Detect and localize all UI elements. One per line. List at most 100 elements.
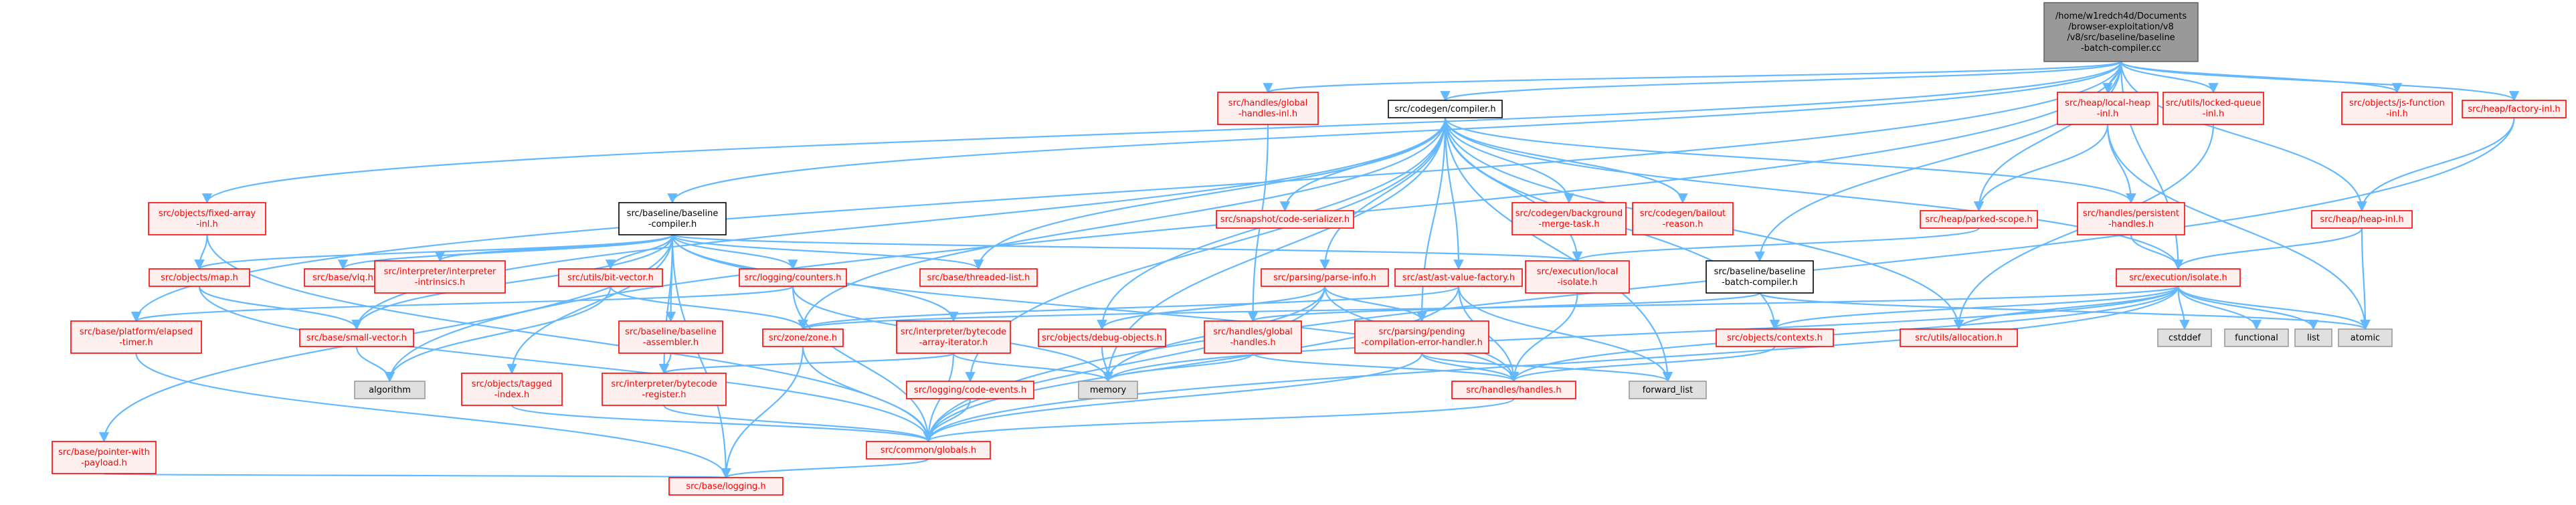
graph-node-bit-vector[interactable]: src/utils/bit-vector.h [558, 268, 663, 287]
edge-baseline-compiler-to-logging [671, 234, 731, 479]
node-box [896, 320, 1011, 354]
graph-node-objects-map[interactable]: src/objects/map.h [149, 268, 250, 287]
graph-node-tagged-index[interactable]: src/objects/tagged-index.h [461, 373, 563, 406]
graph-node-snapshot[interactable]: src/snapshot/code-serializer.h [1216, 210, 1354, 229]
graph-node-intrinsics[interactable]: src/interpreter/interpreter-intrinsics.h [374, 260, 506, 294]
node-box [618, 202, 727, 235]
edge-handles-global-to-memory [1103, 352, 1254, 383]
graph-node-isolate[interactable]: src/execution/isolate.h [2116, 268, 2241, 287]
graph-node-debug-objects[interactable]: src/objects/debug-objects.h [1038, 328, 1166, 347]
node-label-line: algorithm [369, 385, 411, 395]
node-box [2116, 268, 2241, 287]
graph-node-local-heap-inl[interactable]: src/heap/local-heap-inl.h [2057, 92, 2158, 125]
node-label-line: src/interpreter/bytecode [611, 379, 717, 389]
graph-node-execution-local[interactable]: src/execution/local-isolate.h [1525, 260, 1630, 294]
edge-pointer-payload-to-logging [103, 467, 729, 479]
graph-node-parse-info[interactable]: src/parsing/parse-info.h [1261, 268, 1389, 287]
graph-node-fixed-array[interactable]: src/objects/fixed-array-inl.h [148, 202, 266, 235]
graph-node-small-vector[interactable]: src/base/small-vector.h [299, 328, 414, 347]
graph-node-cstddef[interactable]: cstddef [2157, 328, 2212, 347]
node-label-line: src/logging/counters.h [744, 273, 841, 283]
graph-node-zone[interactable]: src/zone/zone.h [762, 328, 844, 347]
graph-node-allocation[interactable]: src/utils/allocation.h [1900, 328, 2018, 347]
graph-node-bailout[interactable]: src/codegen/bailout-reason.h [1632, 202, 1734, 235]
edge-ast-value-to-forward-list [1457, 286, 1673, 383]
edge-counters-to-globals [792, 286, 934, 443]
node-box [1451, 381, 1576, 399]
graph-node-heap-inl[interactable]: src/heap/heap-inl.h [2311, 210, 2413, 229]
graph-node-atomic[interactable]: atomic [2338, 328, 2393, 347]
graph-node-vlq[interactable]: src/base/vlq.h [304, 268, 382, 287]
graph-node-locked-queue[interactable]: src/utils/locked-queue-inl.h [2163, 92, 2264, 125]
graph-node-forward-list[interactable]: forward_list [1629, 381, 1707, 399]
graph-node-parked-scope[interactable]: src/heap/parked-scope.h [1920, 210, 2038, 229]
edge-isolate-to-zone [798, 285, 2179, 330]
graph-node-global-inl[interactable]: src/handles/global-handles-inl.h [1217, 92, 1319, 125]
node-label-line: src/interpreter/interpreter [384, 267, 496, 277]
graph-node-baseline-assembler[interactable]: src/baseline/baseline-assembler.h [618, 320, 723, 354]
graph-node-handles[interactable]: src/handles/handles.h [1451, 381, 1576, 399]
graph-node-js-function[interactable]: src/objects/js-function-inl.h [2341, 92, 2453, 125]
graph-node-objects-contexts[interactable]: src/objects/contexts.h [1716, 328, 1834, 347]
edge-baseline-assembler-to-bytecode-register [658, 352, 672, 375]
node-label-line: src/base/small-vector.h [306, 333, 407, 343]
graph-node-bytecode-register[interactable]: src/interpreter/bytecode-register.h [602, 373, 727, 406]
edge-bytecode-iterator-to-bytecode-register [659, 352, 955, 375]
graph-node-bytecode-iterator[interactable]: src/interpreter/bytecode-array-iterator.… [896, 320, 1011, 354]
edge-tagged-index-to-globals [511, 404, 933, 443]
node-label-line: src/utils/bit-vector.h [567, 273, 654, 283]
node-label-line: src/snapshot/code-serializer.h [1220, 215, 1350, 225]
node-box [70, 320, 202, 354]
graph-node-counters[interactable]: src/logging/counters.h [739, 268, 847, 287]
edge-bytecode-register-to-globals [663, 405, 933, 443]
edge-compiler-to-execution-local [1444, 117, 1583, 262]
node-label-line: -register.h [642, 390, 686, 400]
node-box [148, 202, 266, 235]
node-box [299, 328, 414, 347]
graph-node-pending-handler[interactable]: src/parsing/pending-compilation-error-ha… [1354, 320, 1489, 354]
node-label-line: src/baseline/baseline [627, 209, 719, 219]
node-box [2077, 202, 2185, 235]
node-label-line: src/parsing/parse-info.h [1273, 273, 1376, 283]
graph-node-threaded-list[interactable]: src/base/threaded-list.h [919, 268, 1038, 287]
graph-node-logging[interactable]: src/base/logging.h [668, 477, 784, 496]
graph-node-handles-global[interactable]: src/handles/global-handles.h [1204, 320, 1302, 354]
edge-batch-compiler-to-atomic [1758, 292, 2371, 330]
node-box [374, 260, 506, 294]
graph-node-pointer-payload[interactable]: src/base/pointer-with-payload.h [52, 441, 157, 474]
graph-node-list[interactable]: list [2294, 328, 2332, 347]
node-label-line: -compiler.h [648, 219, 697, 229]
node-label-line: src/ast/ast-value-factory.h [1402, 273, 1515, 283]
edge-root-to-global-inl [1263, 60, 2122, 94]
edge-isolate-to-globals [923, 286, 2179, 443]
graph-node-code-events[interactable]: src/logging/code-events.h [906, 381, 1034, 399]
graph-node-batch-compiler[interactable]: src/baseline/baseline-batch-compiler.h [1706, 260, 1814, 294]
graph-node-factory-inl[interactable]: src/heap/factory-inl.h [2462, 100, 2567, 118]
edge-root-to-fixed-array [202, 61, 2122, 204]
graph-node-baseline-compiler[interactable]: src/baseline/baseline-compiler.h [618, 202, 727, 235]
edge-parse-info-to-globals [923, 286, 1326, 443]
node-label-line: /home/w1redch4d/Documents [2055, 11, 2187, 21]
graph-node-compiler[interactable]: src/codegen/compiler.h [1388, 100, 1503, 118]
graph-node-platform-timer[interactable]: src/base/platform/elapsed-timer.h [70, 320, 202, 354]
graph-node-bg-merge[interactable]: src/codegen/background-merge-task.h [1511, 202, 1627, 235]
node-label-line: -inl.h [2203, 109, 2225, 119]
graph-node-memory[interactable]: memory [1078, 381, 1138, 399]
node-label-line: src/objects/debug-objects.h [1042, 333, 1162, 343]
graph-node-globals[interactable]: src/common/globals.h [866, 441, 991, 460]
graph-node-root[interactable]: /home/w1redch4d/Documents/browser-exploi… [2043, 2, 2199, 62]
edge-baseline-compiler-to-tagged-index [507, 234, 674, 375]
node-label-line: -inl.h [2097, 109, 2119, 119]
node-label-line: src/objects/js-function [2349, 98, 2445, 108]
edge-baseline-compiler-to-intrinsics [435, 233, 674, 262]
graph-node-ast-value[interactable]: src/ast/ast-value-factory.h [1394, 268, 1523, 287]
node-box [52, 441, 157, 474]
edge-root-to-baseline-compiler [667, 61, 2122, 204]
node-box [1525, 260, 1630, 294]
graph-node-persistent[interactable]: src/handles/persistent-handles.h [2077, 202, 2185, 235]
node-label-line: src/handles/global [1228, 98, 1307, 108]
edge-heap-inl-to-atomic [2360, 227, 2371, 330]
graph-node-algorithm[interactable]: algorithm [354, 381, 426, 399]
graph-node-functional[interactable]: functional [2224, 328, 2289, 347]
node-box [762, 328, 844, 347]
